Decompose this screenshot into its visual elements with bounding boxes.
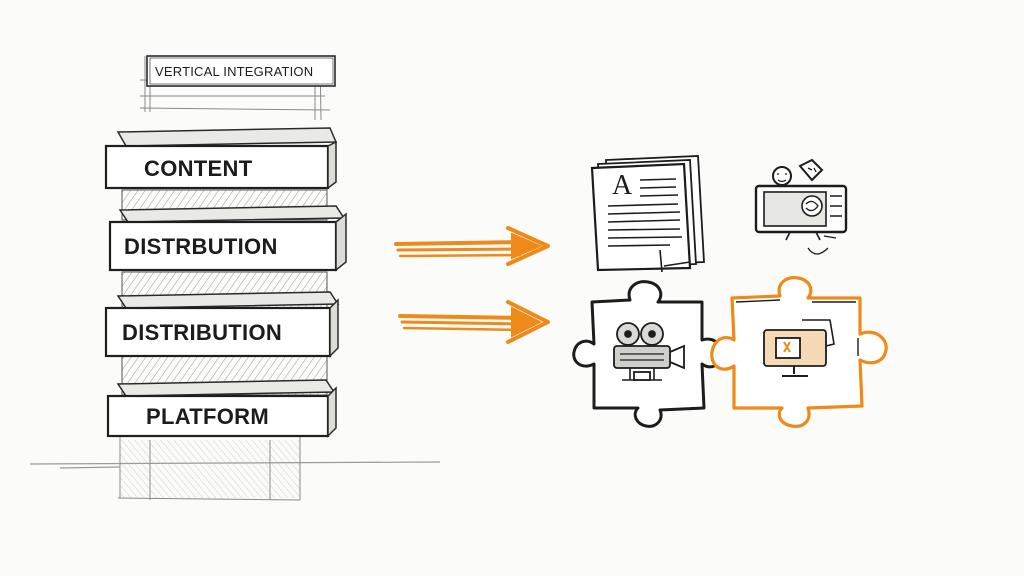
film-projector-icon xyxy=(613,322,685,381)
stack-layer-content-box xyxy=(104,127,338,190)
stack-layer-distribution-box xyxy=(104,291,340,358)
title-box xyxy=(146,55,336,87)
arrow-lower xyxy=(398,300,550,344)
stack-layer-platform-box xyxy=(106,379,337,438)
stack-layer-label-content: CONTENT xyxy=(144,156,253,181)
stack-layer-label-distrbution: DISTRBUTION xyxy=(124,234,278,259)
tv-icon xyxy=(754,158,848,255)
document-letter: A xyxy=(612,170,633,201)
diagram-title: VERTICAL INTEGRATION xyxy=(155,64,314,79)
monitor-icon xyxy=(763,319,835,377)
stack-layer-distrbution-box xyxy=(108,205,347,272)
tower-base-hatch xyxy=(120,440,300,498)
stack-layer-label-distribution: DISTRIBUTION xyxy=(122,320,283,345)
stack-layer-label-platform: PLATFORM xyxy=(146,404,269,429)
document-icon xyxy=(590,155,705,273)
arrow-upper xyxy=(394,226,550,266)
